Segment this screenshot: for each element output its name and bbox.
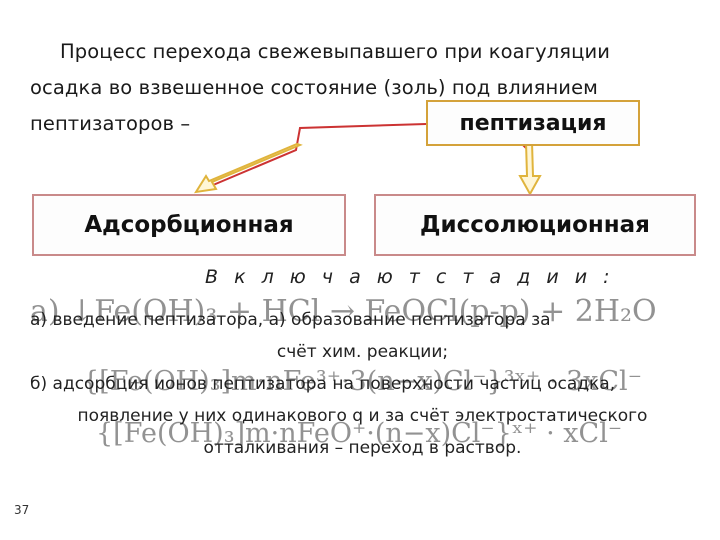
body-line-1: а) введение пептизатора, а) образование … [30, 310, 551, 330]
body-line-4: появление у них одинакового q и за счёт … [77, 406, 648, 426]
formula-micelle-2: {[Fe(OH)₃]m·nFeO⁺·(n−x)Cl⁻}ˣ⁺ · xCl⁻ [96, 418, 623, 449]
arrow-to-adsorption [194, 142, 303, 194]
dissolution-type-box: Диссолюционная [374, 194, 696, 256]
intro-line-2: осадка во взвешенное состояние (золь) по… [30, 76, 598, 99]
intro-line-3: пептизаторов – [30, 112, 191, 135]
formula-micelle-1: {[Fe(OH)₃]m·nFe³⁺·3(n−x)Cl⁻}³ˣ⁺ · 3xCl⁻ [82, 366, 642, 397]
peptization-box: пептизация [426, 100, 640, 146]
connector-line-left [205, 123, 427, 189]
stages-label: В к л ю ч а ю т с т а д и и : [205, 266, 615, 288]
adsorption-type-box: Адсорбционная [32, 194, 346, 256]
formula-reaction: a) ↓Fe(OH)₃ + HCl → FeOCl(p-p) + 2H₂O [30, 294, 657, 329]
intro-paragraph: Процесс перехода свежевыпавшего при коаг… [30, 34, 690, 142]
body-line-5: отталкивания – переход в раствор. [203, 438, 522, 458]
body-line-2: счёт хим. реакции; [276, 342, 449, 362]
body-line-3: б) адсорбция ионов пептизатора на поверх… [30, 374, 616, 394]
stages-description: а) введение пептизатора, а) образование … [30, 304, 695, 464]
arrow-to-dissolution [518, 141, 542, 197]
page-number: 37 [14, 503, 30, 517]
intro-line-1: Процесс перехода свежевыпавшего при коаг… [60, 40, 611, 63]
